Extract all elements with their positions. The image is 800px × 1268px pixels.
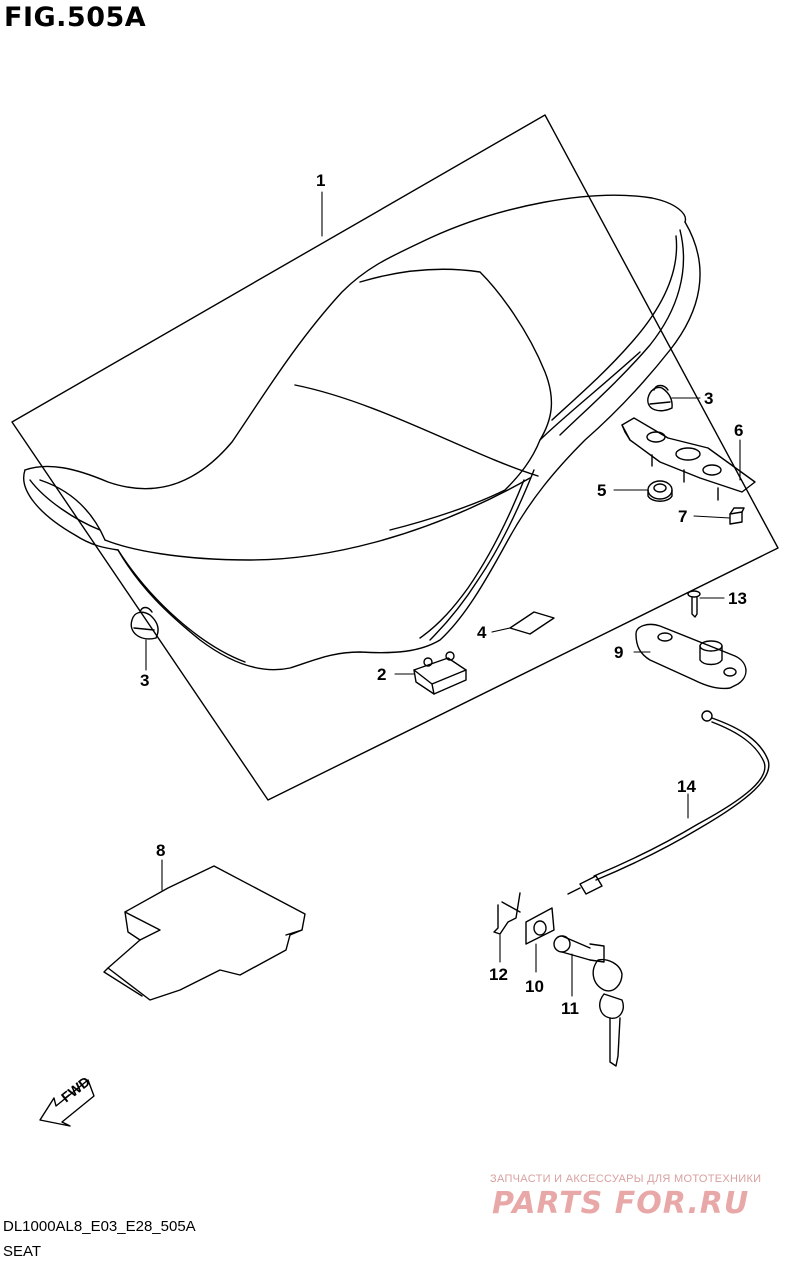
callout-1: 1 — [316, 171, 325, 190]
screw — [687, 590, 701, 618]
callout-7: 7 — [678, 507, 687, 526]
callout-10: 10 — [525, 977, 544, 996]
assembly-boundary-box — [11, 114, 779, 801]
seat-lock-assembly — [635, 623, 747, 690]
callout-11: 11 — [561, 999, 579, 1018]
callout-5: 5 — [597, 481, 606, 500]
grommet — [647, 480, 673, 502]
seat-bumper-left — [130, 606, 159, 640]
watermark-tagline: ЗАПЧАСТИ И АКСЕССУАРЫ ДЛЯ МОТОТЕХНИКИ — [490, 1173, 762, 1185]
fwd-arrow — [39, 1079, 95, 1127]
callout-3-right: 3 — [704, 389, 713, 408]
nut — [729, 507, 745, 525]
seat-rubber-block — [413, 651, 467, 695]
callout-14: 14 — [677, 777, 696, 796]
figure-name: SEAT — [3, 1243, 42, 1260]
callout-9: 9 — [614, 643, 623, 662]
callout-3-left: 3 — [140, 671, 149, 690]
label-plate — [509, 611, 555, 635]
callout-2: 2 — [377, 665, 386, 684]
lock-plate — [525, 907, 555, 945]
holder-clip — [493, 892, 521, 935]
lock-cylinder-with-keys — [553, 935, 624, 1067]
callout-13: 13 — [728, 589, 747, 608]
leader-line-7 — [693, 515, 731, 519]
seat-bumper-right — [647, 384, 673, 412]
callout-4: 4 — [477, 623, 487, 642]
figure-title: FIG.505A — [4, 2, 147, 33]
leader-line-4 — [491, 627, 511, 633]
watermark-logo: PARTS FOR.RU — [492, 1186, 750, 1221]
seat-lock-cable — [567, 710, 770, 895]
callout-12: 12 — [489, 965, 508, 984]
figure-code: DL1000AL8_E03_E28_505A — [3, 1218, 196, 1235]
callout-6: 6 — [734, 421, 743, 440]
callout-8: 8 — [156, 841, 165, 860]
under-tray — [103, 865, 306, 1001]
seat-bracket — [621, 417, 756, 501]
seat-assembly — [23, 194, 701, 671]
